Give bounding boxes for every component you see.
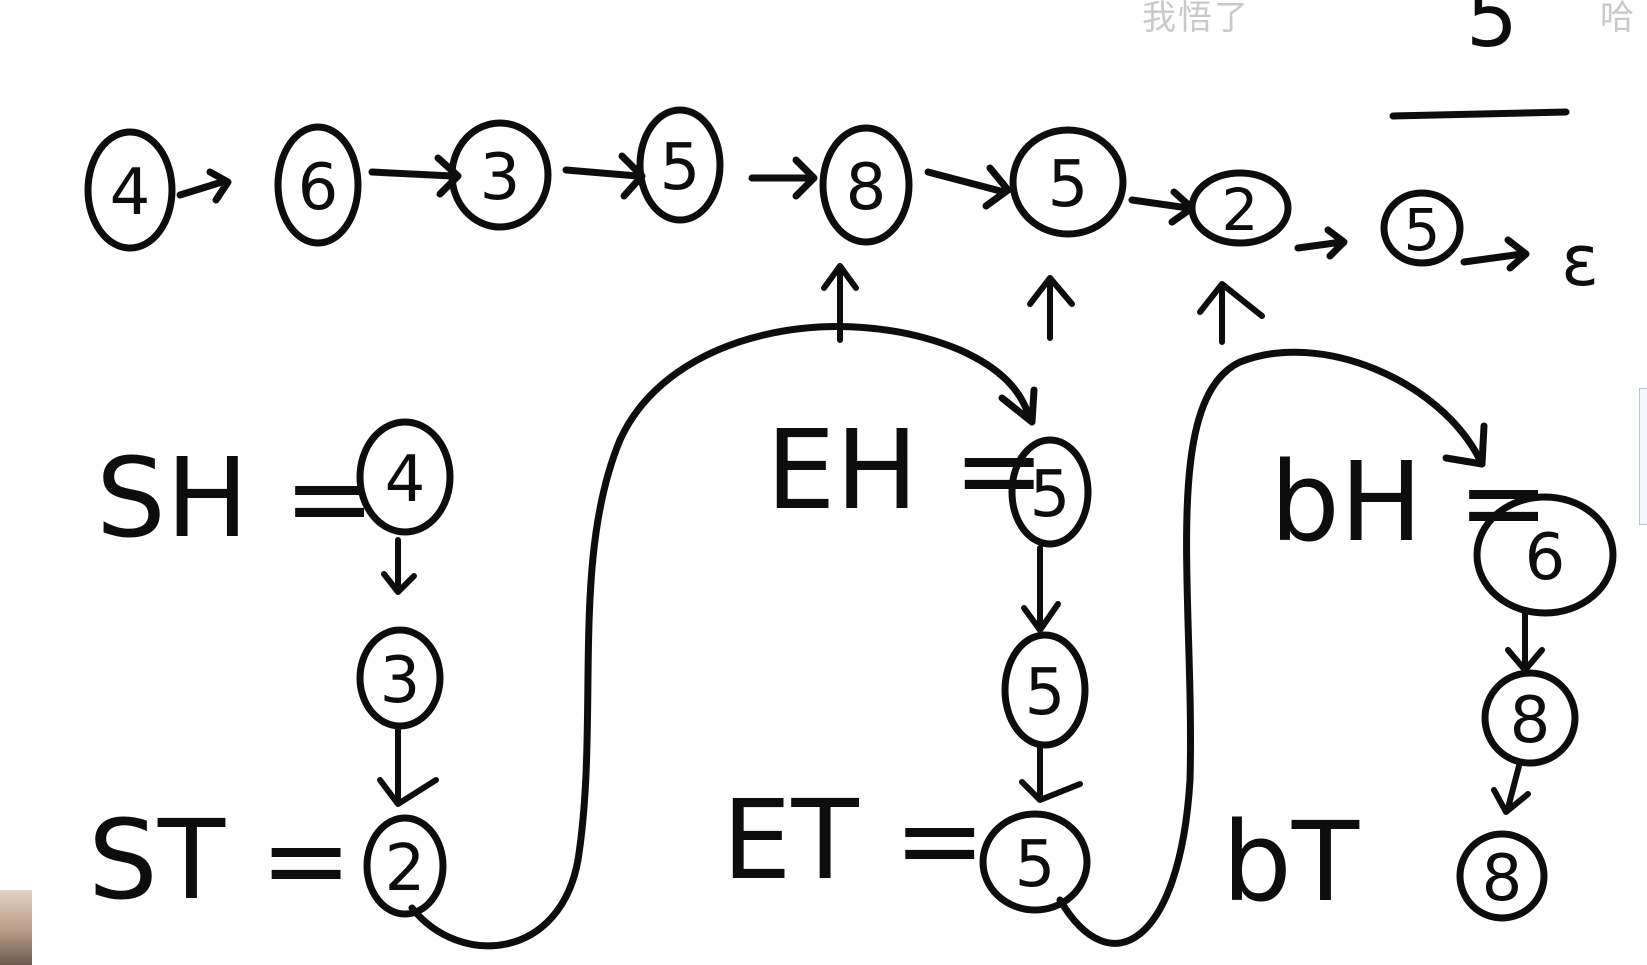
top-annotation: 5 [1389,0,1570,120]
svg-text:5: 5 [1025,656,1066,730]
svg-text:8: 8 [1482,842,1523,916]
arrow-right [924,164,1012,210]
svg-text:3: 3 [480,141,521,215]
chain-node: 5 [1380,189,1464,267]
svg-text:3: 3 [380,644,421,718]
chain-node: 4 [84,128,176,252]
chain-node: 2 [1188,169,1292,247]
arrow-right [176,168,232,204]
group-b: bH = bT 6 8 8 [1222,438,1617,926]
group-s: SH = ST = 4 3 2 [88,418,454,924]
down-arrows [1019,545,1083,803]
group-node: 4 [356,418,454,536]
group-node: 6 [1473,493,1617,617]
group-node: 5 [979,810,1091,914]
connector-et-to-bh [1056,348,1484,947]
down-arrows [1491,609,1545,815]
svg-text:5: 5 [1030,458,1071,532]
group-node: 5 [1001,631,1089,749]
chain-node: 8 [819,124,913,246]
arrow-down [377,727,439,807]
danmu-comment: 哈 [1600,0,1636,38]
arrow-right [748,156,818,200]
connector-curves [408,323,1488,950]
arrow-right [1294,226,1348,260]
annotation-underline [1389,108,1570,120]
arrow-up [1197,281,1265,345]
arrow-right [1128,188,1196,226]
connector-arrowhead [998,386,1038,426]
svg-text:4: 4 [110,156,151,230]
chain-arrows [176,152,1530,272]
svg-text:5: 5 [660,131,701,205]
arrow-right [368,154,462,198]
group-e: EH = ET = 5 5 5 [722,406,1092,914]
chain-node: 5 [636,106,724,224]
group-node: 8 [1481,669,1579,767]
arrow-down [1491,759,1531,815]
down-arrows [377,537,439,807]
svg-text:5: 5 [1048,148,1089,222]
svg-text:4: 4 [385,443,426,517]
arrow-down [1021,545,1061,633]
arrow-right [1460,236,1530,272]
connector-arrowhead [1442,422,1488,468]
webcam-thumbnail [0,890,32,965]
label-bh: bH = [1270,438,1550,566]
label-eh: EH = [766,406,1045,534]
up-arrows [821,263,1265,345]
chain-node: 6 [274,123,362,247]
linked-list-chain: 4 6 3 5 8 5 2 5 ε [84,106,1599,345]
chain-node: 3 [448,119,552,231]
svg-text:2: 2 [385,832,426,906]
label-sh: SH = [96,434,376,562]
danmu-comment: 我悟了 [1142,0,1250,38]
svg-text:5: 5 [1015,828,1056,902]
arrow-down [1505,609,1545,673]
arrow-down [1019,745,1083,803]
chain-node: 5 [1009,126,1127,238]
svg-text:6: 6 [1525,521,1566,595]
arrow-right [562,152,646,200]
arrow-up [1027,275,1075,341]
label-st: ST = [88,796,352,924]
group-node: 8 [1456,830,1548,922]
connector-st-to-eh [408,323,1034,950]
label-et: ET = [722,776,986,904]
group-node: 3 [356,626,444,730]
svg-text:5: 5 [1404,196,1441,264]
svg-text:6: 6 [298,151,339,225]
label-bt: bT [1222,798,1360,926]
annotation-five: 5 [1466,0,1518,66]
chain-terminator: ε [1561,220,1599,302]
arrow-down [381,537,417,595]
group-node: 2 [363,814,447,918]
svg-text:8: 8 [846,151,887,225]
svg-text:2: 2 [1222,176,1259,244]
group-node: 5 [1008,436,1092,548]
side-panel-tab[interactable] [1639,388,1647,525]
svg-text:8: 8 [1510,684,1551,758]
